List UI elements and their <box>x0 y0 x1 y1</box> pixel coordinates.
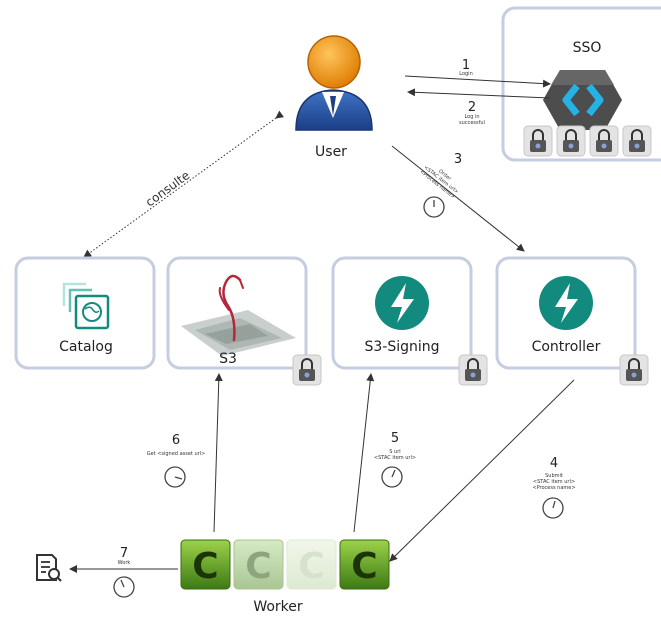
flow-get-asset: 6 Get <signed asset url> <box>147 373 223 533</box>
clock-icon <box>381 466 403 488</box>
consulte-arrow <box>83 110 285 258</box>
step4-number: 4 <box>550 456 558 471</box>
user-label: User <box>315 144 347 160</box>
lock-icon <box>556 125 586 157</box>
report-search-icon <box>36 554 62 582</box>
lock-icon <box>619 354 649 386</box>
svg-text:C: C <box>351 546 377 587</box>
s3-signing-component: S3-Signing <box>331 256 488 386</box>
flow-login: 1 Login 2 Log in successful <box>404 58 551 126</box>
clock-icon <box>164 466 186 488</box>
catalog-component: Catalog <box>14 256 156 370</box>
svg-text:C: C <box>245 546 271 587</box>
flow-submit: 4 Submit <STAC item url> <Process name> <box>389 379 576 562</box>
svg-text:C: C <box>298 546 324 587</box>
step2-text-1: Log in <box>464 114 479 120</box>
step7-text: Work <box>118 560 131 566</box>
sso-panel: SSO <box>501 6 661 162</box>
get-asset-arrow <box>213 373 223 533</box>
clock-icon <box>113 576 135 598</box>
step7-number: 7 <box>120 546 128 561</box>
sso-title: SSO <box>573 40 602 56</box>
worker-c-icon: C <box>286 539 337 590</box>
controller-component: Controller <box>495 256 649 386</box>
sign-url-arrow <box>353 373 375 533</box>
terrain-map-image <box>181 310 296 356</box>
login-arrow <box>404 75 551 88</box>
sso-lock-icons <box>523 125 652 157</box>
svg-text:C: C <box>192 546 218 587</box>
s3-component: S3 <box>166 256 322 386</box>
s3-signing-label: S3-Signing <box>364 339 439 355</box>
step4-text-1: Submit <box>545 473 563 479</box>
step5-text-1: S url <box>389 449 400 455</box>
step5-number: 5 <box>391 431 399 446</box>
flamingo-icon <box>218 274 244 342</box>
lock-icon <box>458 354 488 386</box>
lock-icon <box>589 125 619 157</box>
step4-text-2: <STAC item url> <box>533 479 575 485</box>
s3-label: S3 <box>219 351 237 367</box>
lock-icon <box>622 125 652 157</box>
flow-consulte: consulte <box>83 110 285 258</box>
catalog-label: Catalog <box>59 339 113 355</box>
clock-icon <box>423 196 445 218</box>
controller-label: Controller <box>532 339 601 355</box>
lightning-icon <box>375 276 429 330</box>
user-node: User <box>295 35 373 160</box>
step5-text-2: <STAC item url> <box>374 455 416 461</box>
user-avatar-icon <box>295 35 373 131</box>
keycloak-icon <box>543 70 622 130</box>
step3-number: 3 <box>454 152 462 167</box>
step6-text: Get <signed asset url> <box>147 451 206 457</box>
flow-order: 3 Order <STAC item url> <Process name> <box>391 145 525 252</box>
worker-c-icon: C <box>339 539 390 590</box>
submit-arrow <box>389 379 575 562</box>
worker-c-icon: C <box>180 539 231 590</box>
lock-icon <box>292 354 322 386</box>
step6-number: 6 <box>172 433 180 448</box>
order-arrow <box>391 145 525 252</box>
worker-node: C C C C Worker <box>180 539 390 615</box>
worker-c-icon: C <box>233 539 284 590</box>
step2-text-2: successful <box>459 120 485 126</box>
stac-catalog-icon <box>62 282 110 330</box>
lightning-icon <box>539 276 593 330</box>
login-success-arrow <box>407 88 551 99</box>
flow-sign-url: 5 S url <STAC item url> <box>353 373 416 533</box>
worker-label: Worker <box>253 599 303 615</box>
flow-work: 7 Work <box>36 546 178 598</box>
step2-number: 2 <box>468 100 476 115</box>
clock-icon <box>542 497 564 519</box>
step1-text: Login <box>459 71 473 77</box>
step4-text-3: <Process name> <box>532 485 575 491</box>
step1-number: 1 <box>462 58 470 73</box>
consulte-label: consulte <box>143 168 192 209</box>
lock-icon <box>523 125 553 157</box>
